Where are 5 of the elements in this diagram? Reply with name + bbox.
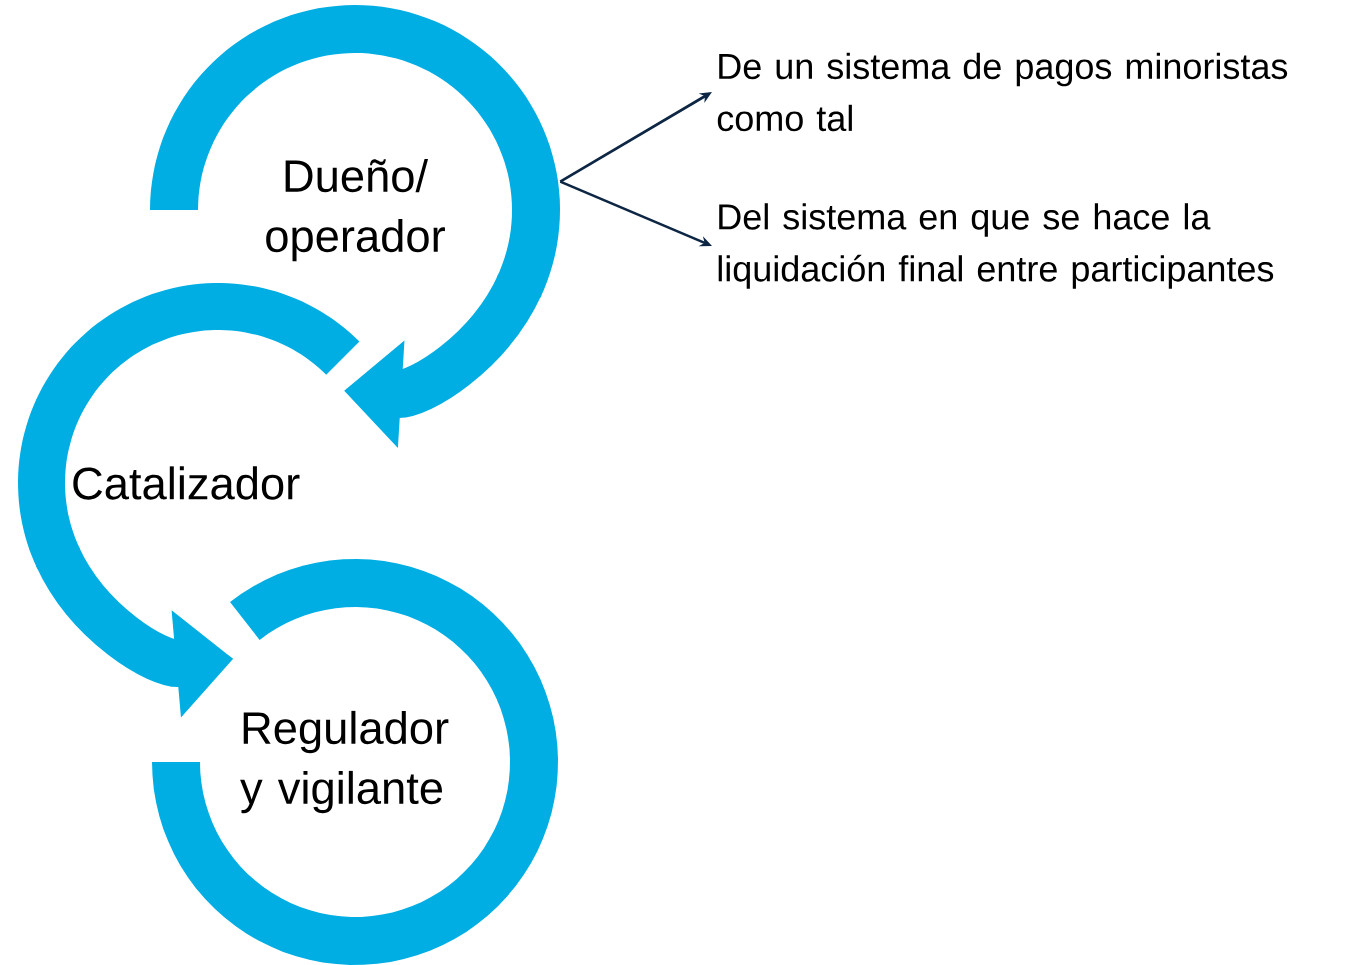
text-label: Del sistema en que se hace la liquidación final entre participantes <box>718 203 1274 289</box>
circular-band: Catalizador <box>18 283 360 570</box>
circular-band: Dueño/ operador <box>150 5 560 299</box>
circular-band: Regulador y vigilante <box>152 559 558 965</box>
text-label: De un sistema de pagos minoristas como tal <box>717 52 1288 132</box>
